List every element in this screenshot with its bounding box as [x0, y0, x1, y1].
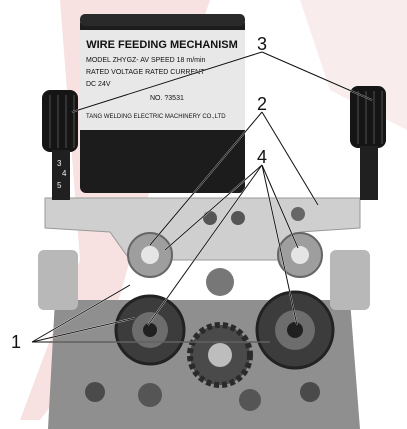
- left-drive-roll-bore: [143, 323, 157, 337]
- upper-gear: [206, 268, 234, 296]
- housing-hole: [85, 382, 105, 402]
- right-drive-roll-bore: [287, 322, 303, 338]
- right-knob-grip: [357, 91, 383, 144]
- right-pressure-hub: [291, 246, 309, 264]
- nameplate-line: RATED VOLTAGE RATED CURRENT: [86, 69, 205, 76]
- nameplate-line: MODEL ZHYGZ- AV SPEED 18 m/min: [86, 57, 206, 64]
- nameplate-title: WIRE FEEDING MECHANISM: [86, 39, 238, 51]
- center-gear-screw: [208, 343, 232, 367]
- callout-4: 4: [257, 147, 267, 167]
- housing-hole: [239, 389, 261, 411]
- left-knob-grip: [49, 95, 75, 148]
- scale-mark: 3: [57, 159, 62, 168]
- housing-hole: [300, 382, 320, 402]
- nameplate-line: DC 24V: [86, 81, 111, 88]
- scale-mark: 5: [57, 181, 62, 190]
- callout-lines-dark: [31, 51, 373, 343]
- callout-1: 1: [11, 332, 21, 352]
- motor-nameplate: [80, 30, 245, 130]
- bracket-screw: [291, 207, 305, 221]
- housing-hole: [138, 383, 162, 407]
- left-spring-scale: [52, 150, 70, 200]
- bracket-screw: [231, 211, 245, 225]
- right-arm: [330, 250, 370, 310]
- motor-top: [80, 14, 245, 26]
- right-spring-scale: [360, 146, 378, 200]
- scale-mark: 4: [62, 169, 67, 178]
- bracket-screw: [203, 211, 217, 225]
- nameplate-line: NO. ?3531: [150, 95, 184, 102]
- right-tension-knob: [350, 86, 386, 148]
- callout-3: 3: [257, 34, 267, 54]
- left-arm: [38, 250, 78, 310]
- callout-2: 2: [257, 94, 267, 114]
- left-pressure-hub: [141, 246, 159, 264]
- nameplate-line: TANG WELDING ELECTRIC MACHINERY CO.,LTD: [86, 114, 226, 120]
- left-tension-knob: [42, 90, 78, 152]
